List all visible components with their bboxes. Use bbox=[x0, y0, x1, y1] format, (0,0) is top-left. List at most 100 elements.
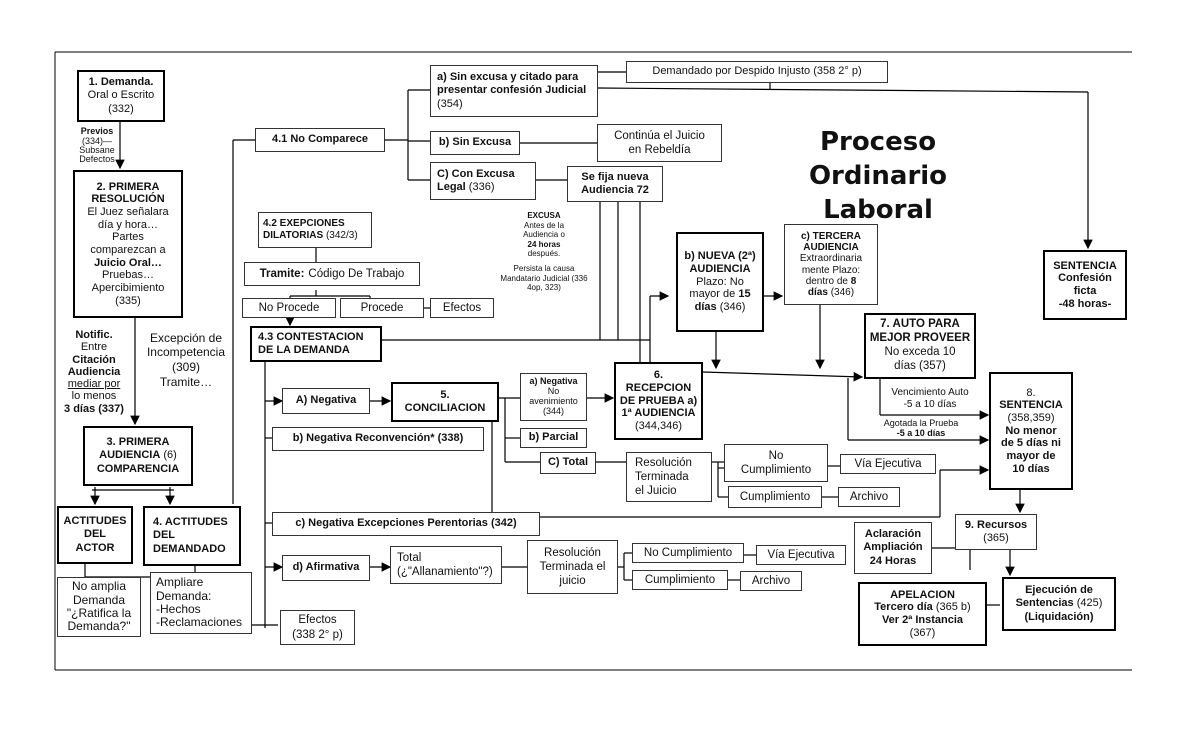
nau-l4: mayor de bbox=[689, 288, 736, 301]
na72-l2: Audiencia 72 bbox=[581, 184, 649, 196]
ta3-l5b: 8 bbox=[850, 275, 857, 287]
na-l3: "¿Ratifica la bbox=[66, 606, 132, 620]
rp-l2: RECEPCION bbox=[625, 382, 692, 395]
notific-l1: Notific. bbox=[75, 328, 113, 341]
amp-l4: días (357) bbox=[894, 359, 946, 372]
sen-l2: SENTENCIA bbox=[999, 399, 1063, 412]
pr-title1: 2. PRIMERA bbox=[96, 180, 160, 193]
conciliacion-box: 5. CONCILIACION bbox=[391, 382, 499, 422]
pr-l1: El Juez señalara bbox=[87, 206, 169, 219]
aa-l2: DEL bbox=[84, 528, 106, 541]
pa-l1: 3. PRIMERA bbox=[106, 435, 170, 448]
notific-l5: mediar por bbox=[67, 378, 121, 391]
ex-l7: Mandatario Judicial (336 bbox=[500, 273, 588, 283]
ex-l1: EXCUSA bbox=[527, 211, 561, 221]
neg-excep-label: c) Negativa Excepciones Perentorias (342… bbox=[295, 517, 517, 530]
nueva-audiencia-box: b) NUEVA (2ª) AUDIENCIA Plazo: No mayor … bbox=[676, 232, 764, 332]
ex-l5: después. bbox=[527, 249, 561, 258]
sentencia-ficta-box: SENTENCIA Confesión ficta -48 horas- bbox=[1043, 250, 1127, 320]
negativa-box: A) Negativa bbox=[282, 388, 370, 414]
sen-l6: mayor de bbox=[1006, 449, 1056, 462]
ejecucion-box: Ejecución de Sentencias (425) (Liquidaci… bbox=[1002, 577, 1116, 631]
ar2-label: Archivo bbox=[751, 575, 791, 587]
notific-l6: lo menos bbox=[71, 390, 117, 403]
an-l4: (344) bbox=[542, 405, 564, 416]
cumplimiento-1-box: Cumplimiento bbox=[728, 486, 822, 508]
rp-l1: 6. bbox=[653, 369, 664, 382]
sec-l1: a) Sin excusa y citado para bbox=[437, 70, 579, 83]
an-l2: No bbox=[547, 386, 560, 397]
ta3-l6: días bbox=[807, 286, 828, 298]
previos-line2: Subsane bbox=[79, 145, 115, 155]
ap-l3: Ver 2ª Instancia bbox=[881, 614, 964, 626]
excepciones-dilatorias-box: 4.2 EXEPCIONES DILATORIAS (342/3) bbox=[258, 212, 372, 248]
primera-audiencia-box: 3. PRIMERA AUDIENCIA (6) COMPARENCIA bbox=[83, 426, 193, 486]
tercera-audiencia-box: c) TERCERA AUDIENCIA Extraordinaria ment… bbox=[784, 224, 878, 305]
notific-note: Notific. Entre Citación Audiencia mediar… bbox=[54, 322, 134, 422]
na-l1: No amplia bbox=[71, 579, 127, 594]
ta3-l4: mente Plazo: bbox=[801, 264, 861, 276]
ag-l1: Agotada la Prueba bbox=[883, 418, 959, 429]
negativa-excepciones-box: c) Negativa Excepciones Perentorias (342… bbox=[272, 512, 540, 536]
excepcion-l1: Excepción de bbox=[149, 330, 223, 345]
vencimiento-note: Vencimiento Auto -5 a 10 días bbox=[880, 384, 980, 414]
ag-l2: -5 a 10 días bbox=[896, 428, 946, 438]
efectos-label: Efectos bbox=[442, 302, 482, 314]
cu2-label: Cumplimiento bbox=[644, 574, 716, 586]
previos-line1: (334)— bbox=[81, 135, 112, 146]
excepcion-incompetencia-note: Excepción de Incompetencia (309) Tramite… bbox=[140, 330, 232, 390]
aa-l3: ACTOR bbox=[75, 541, 115, 554]
na-l4: Demanda?" bbox=[67, 619, 131, 634]
ta3-l1: c) TERCERA bbox=[800, 230, 861, 242]
conc-l2: CONCILIACION bbox=[404, 402, 486, 414]
title-line-1: Proceso Ordinario bbox=[808, 127, 948, 191]
resolucion-1-box: Resolución Terminada el Juicio bbox=[626, 452, 712, 502]
am-l2: Demanda: bbox=[156, 588, 212, 603]
efectos-box: Efectos bbox=[430, 298, 494, 318]
ce-l1: C) Con Excusa bbox=[437, 167, 515, 180]
recursos-num: (365) bbox=[983, 532, 1009, 544]
previos-line3: Defectos bbox=[79, 154, 115, 165]
previos-note: Previos (334)— Subsane Defectos bbox=[72, 124, 122, 168]
ex-l6: Persista la causa bbox=[513, 264, 575, 274]
agotada-note: Agotada la Prueba -5 a 10 días bbox=[862, 416, 980, 442]
pr-title2: RESOLUCIÓN bbox=[91, 193, 165, 206]
na-l2: Demanda bbox=[72, 592, 126, 607]
primera-resolucion-box: 2. PRIMERA RESOLUCIÓN El Juez señalara d… bbox=[73, 170, 183, 318]
pa-l3: COMPARENCIA bbox=[96, 462, 180, 475]
no-amplia-box: No amplia Demanda "¿Ratifica la Demanda?… bbox=[57, 577, 141, 637]
rp-l5: (344,346) bbox=[634, 419, 683, 432]
nau-l1: b) NUEVA (2ª) bbox=[684, 250, 756, 263]
rebeldia-box: Continúa el Juicio en Rebeldía bbox=[597, 124, 722, 162]
sin-excusa-citado-box: a) Sin excusa y citado para presentar co… bbox=[430, 65, 598, 117]
efectos-338-box: Efectos (338 2° p) bbox=[280, 610, 355, 645]
notific-l7: 3 días (337) bbox=[64, 402, 124, 415]
ex-l4: 24 horas bbox=[527, 239, 561, 249]
demanda-line: Oral o Escrito bbox=[87, 89, 155, 102]
conc-l1: 5. bbox=[440, 388, 450, 401]
contestacion-box: 4.3 CONTESTACION DE LA DEMANDA bbox=[250, 326, 382, 362]
recursos-box: 9. Recursos (365) bbox=[955, 514, 1037, 550]
ap-l4: (367) bbox=[909, 626, 936, 639]
pr-l6: Pruebas… bbox=[102, 269, 154, 282]
c-total-box: C) Total bbox=[540, 452, 596, 474]
amp-l3: No exceda 10 bbox=[884, 346, 956, 358]
no-procede-label: No Procede bbox=[258, 302, 320, 314]
con-excusa-box: C) Con Excusa Legal (336) bbox=[430, 162, 536, 200]
pr-l2: día y hora… bbox=[98, 218, 158, 231]
amp-l1: 7. AUTO PARA bbox=[880, 318, 960, 331]
ap-l2b: (365 b) bbox=[935, 601, 971, 614]
notific-l3: Citación bbox=[72, 353, 116, 366]
sen-l5: de 5 días ni bbox=[1001, 437, 1061, 450]
no-procede-box: No Procede bbox=[242, 298, 336, 318]
nc1-l2: Cumplimiento bbox=[740, 464, 812, 476]
sec-l2: presentar confesión Judicial bbox=[437, 84, 587, 97]
sf-l4: -48 horas- bbox=[1058, 297, 1112, 310]
sin-excusa-box: b) Sin Excusa bbox=[430, 131, 520, 155]
venc-l2: -5 a 10 días bbox=[903, 399, 957, 410]
sec-l3: (354) bbox=[437, 97, 463, 110]
sin-excusa-label: b) Sin Excusa bbox=[438, 136, 512, 149]
ed-l1: 4.2 EXEPCIONES bbox=[263, 217, 345, 229]
despido-label: Demandado por Despido Injusto (358 2° p) bbox=[652, 65, 862, 78]
